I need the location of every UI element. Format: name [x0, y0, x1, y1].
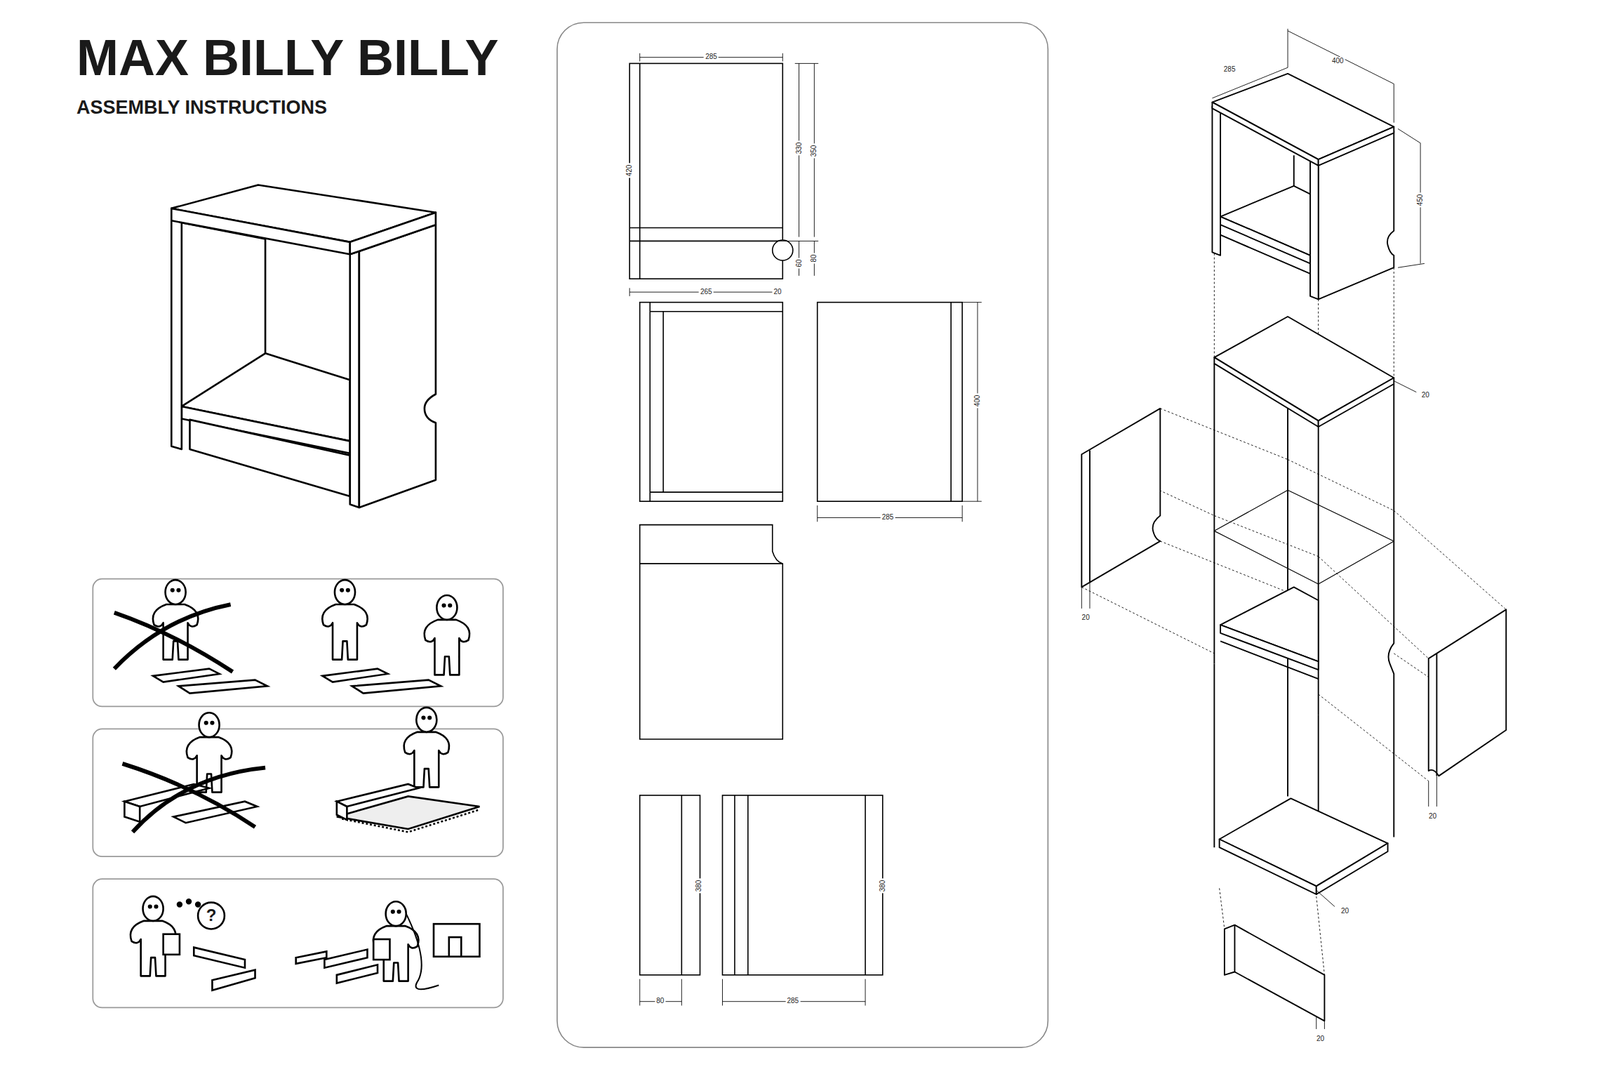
panel-three-figures	[130, 896, 480, 991]
dimension-label: 20	[1339, 906, 1351, 916]
dimension-label: 60	[795, 258, 804, 269]
cabinet-illustration	[171, 184, 436, 507]
dimension-label: 20	[1315, 1034, 1326, 1043]
dimension-label: 330	[795, 140, 804, 156]
panel-two-figures	[122, 707, 480, 832]
dimension-label: 285	[1222, 65, 1238, 74]
dimension-label: 285	[703, 52, 719, 62]
dimension-label: 20	[1420, 390, 1431, 400]
dimension-label: 20	[771, 287, 783, 297]
subtitle: ASSEMBLY INSTRUCTIONS	[76, 98, 328, 118]
panel-one-figures	[114, 579, 470, 693]
orthographic-views	[557, 22, 1048, 1048]
dimension-label: 20	[1080, 613, 1092, 622]
exploded-view	[1081, 28, 1506, 1029]
dimension-label: 450	[1416, 192, 1425, 208]
dimension-label: 400	[973, 393, 982, 409]
dimension-label: 265	[698, 287, 714, 297]
dimension-label: 380	[694, 878, 704, 894]
dimension-label: 400	[1330, 56, 1346, 66]
dimension-label: 285	[785, 996, 800, 1005]
dimension-label: 285	[880, 512, 896, 522]
instruction-panels	[92, 578, 504, 1008]
dimension-label: 380	[878, 878, 888, 894]
dimension-label: 20	[1427, 811, 1438, 821]
dimension-label: 80	[809, 252, 819, 264]
dimension-label: 420	[625, 162, 634, 178]
dimension-label: 350	[809, 143, 819, 159]
title: MAX BILLY BILLY	[76, 32, 499, 83]
question-mark: ?	[206, 906, 217, 924]
dimension-label: 80	[654, 996, 666, 1005]
